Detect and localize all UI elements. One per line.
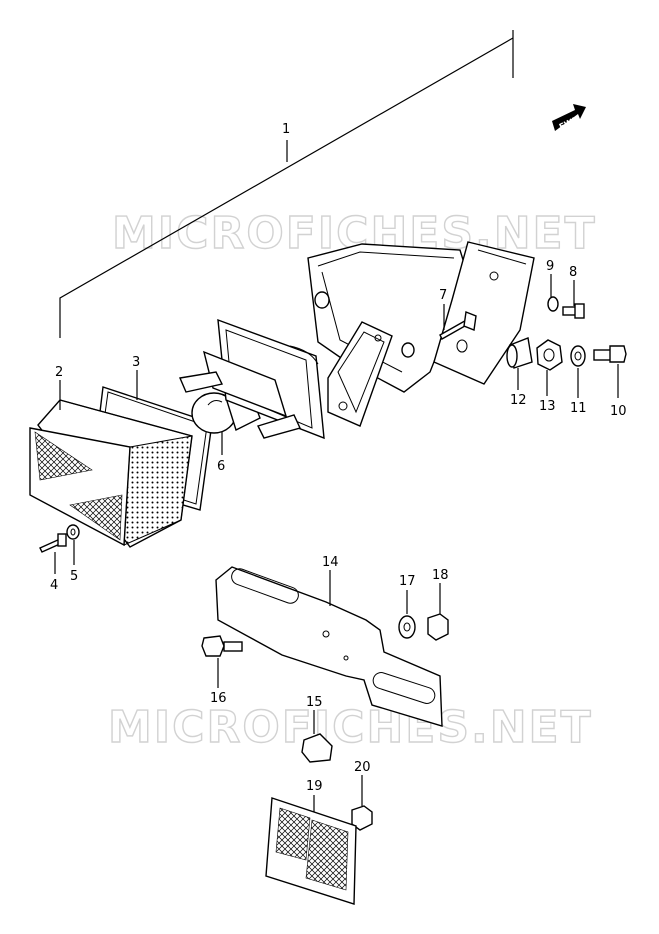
fwd-arrow-icon: FWD bbox=[552, 104, 586, 132]
callout-15: 15 bbox=[306, 695, 323, 710]
spacer-12 bbox=[506, 337, 533, 369]
washer-5 bbox=[66, 524, 80, 540]
washer-11 bbox=[570, 345, 586, 367]
callout-7: 7 bbox=[439, 288, 447, 303]
callout-17: 17 bbox=[399, 574, 416, 589]
callout-13: 13 bbox=[539, 399, 556, 414]
reflector-19 bbox=[265, 797, 357, 905]
callout-11: 11 bbox=[570, 401, 587, 416]
callout-20: 20 bbox=[354, 760, 371, 775]
callout-19: 19 bbox=[306, 779, 323, 794]
callout-12: 12 bbox=[510, 393, 527, 408]
nut-18 bbox=[427, 613, 449, 641]
leader-lines bbox=[54, 274, 619, 812]
screw-4 bbox=[39, 533, 67, 553]
tail-lamp-holder bbox=[307, 243, 469, 427]
lamp-housing bbox=[179, 318, 325, 440]
watermark-bottom: MICROFICHES.NET bbox=[108, 702, 593, 753]
callout-6: 6 bbox=[217, 459, 225, 474]
nut-13 bbox=[536, 339, 563, 371]
callout-1: 1 bbox=[282, 122, 290, 137]
callout-3: 3 bbox=[132, 355, 140, 370]
bolt-10 bbox=[593, 345, 627, 363]
screw-7 bbox=[439, 311, 477, 340]
bolt-8 bbox=[562, 303, 585, 319]
bolt-16 bbox=[201, 635, 243, 657]
callout-10: 10 bbox=[610, 404, 627, 419]
mounting-plate bbox=[433, 241, 535, 385]
callout-4: 4 bbox=[50, 578, 58, 593]
license-bracket bbox=[215, 566, 443, 727]
cushion-15 bbox=[301, 733, 333, 763]
washer-17 bbox=[398, 615, 416, 639]
assembly-bracket-line bbox=[59, 37, 514, 338]
callout-5: 5 bbox=[70, 569, 78, 584]
callout-16: 16 bbox=[210, 691, 227, 706]
callout-8: 8 bbox=[569, 265, 577, 280]
callout-2: 2 bbox=[55, 365, 63, 380]
callout-9: 9 bbox=[546, 259, 554, 274]
washer-9 bbox=[547, 296, 559, 312]
callouts: 1 2 3 4 5 6 7 8 9 10 11 12 13 14 15 16 1… bbox=[50, 122, 627, 794]
callout-18: 18 bbox=[432, 568, 449, 583]
callout-14: 14 bbox=[322, 555, 339, 570]
tail-lamp-lens bbox=[29, 399, 193, 548]
